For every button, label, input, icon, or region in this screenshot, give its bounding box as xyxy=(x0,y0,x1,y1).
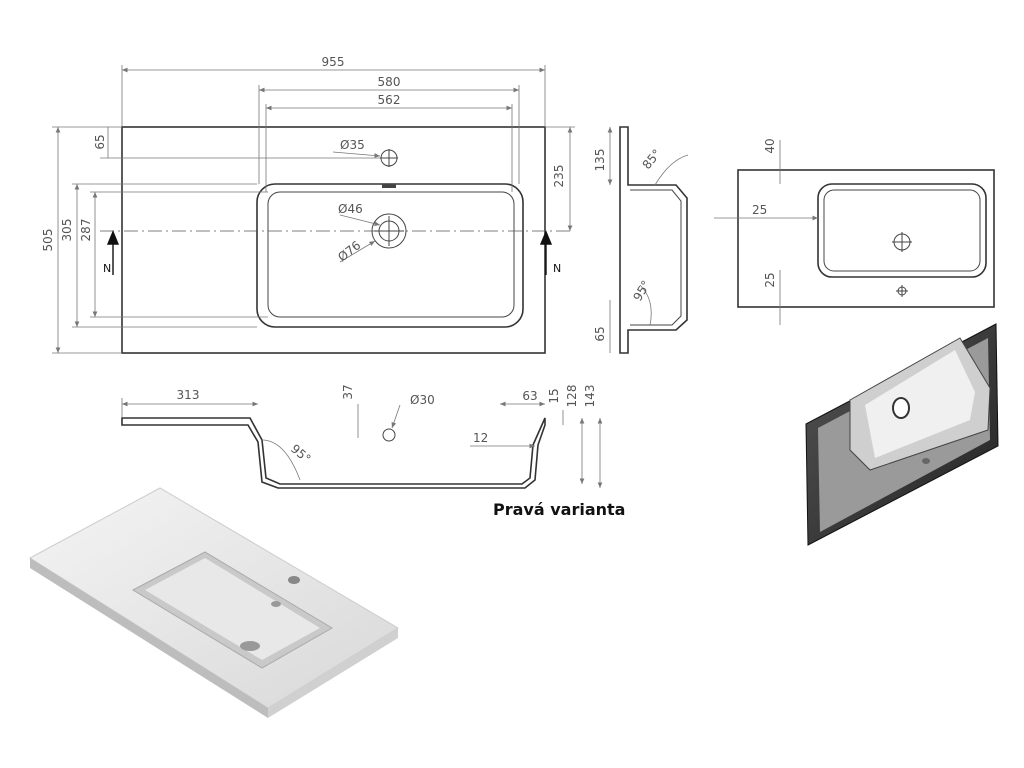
side-profile xyxy=(619,126,688,354)
side-view: 135 65 85° 95° xyxy=(593,126,689,354)
dim-128: 128 xyxy=(565,385,579,408)
dim-o46: Ø46 xyxy=(338,202,363,216)
dim-580: 580 xyxy=(378,75,401,89)
dim-63: 63 xyxy=(522,389,537,403)
dim-135: 135 xyxy=(593,149,607,172)
section-mark-right: N xyxy=(553,262,561,275)
render-dark-sink xyxy=(805,323,999,546)
plan-basin-outer xyxy=(817,183,987,278)
dim-o35: Ø35 xyxy=(340,138,365,152)
top-view: 955 580 562 65 Ø35 Ø46 Ø76 505 305 xyxy=(41,55,575,354)
dim-305: 305 xyxy=(60,219,74,242)
basin-outer xyxy=(256,183,524,328)
drain-outer xyxy=(371,213,407,249)
dim-37: 37 xyxy=(341,384,355,399)
dim-25-side: 25 xyxy=(752,203,767,217)
dim-143: 143 xyxy=(583,385,597,408)
dim-313: 313 xyxy=(177,388,200,402)
dim-235: 235 xyxy=(552,165,566,188)
dim-12: 12 xyxy=(473,431,488,445)
section-profile xyxy=(121,417,546,489)
section-mark-left: N xyxy=(103,262,111,275)
dim-955: 955 xyxy=(322,55,345,69)
dim-85deg: 85° xyxy=(640,147,664,172)
basin-inner xyxy=(267,191,515,318)
dim-562: 562 xyxy=(378,93,401,107)
section-arrow-right xyxy=(539,230,553,275)
dim-15: 15 xyxy=(547,388,561,403)
front-section: 313 37 Ø30 63 15 128 143 12 95° xyxy=(121,384,603,489)
small-plan: 40 25 25 xyxy=(714,138,995,325)
dim-40: 40 xyxy=(763,138,777,153)
variant-caption: Pravá varianta xyxy=(493,500,625,519)
dim-o30: Ø30 xyxy=(410,393,435,407)
dim-65: 65 xyxy=(93,134,107,149)
dim-25-bottom: 25 xyxy=(763,272,777,287)
dim-287: 287 xyxy=(79,219,93,242)
dim-505: 505 xyxy=(41,229,55,252)
dim-65-side: 65 xyxy=(593,326,607,341)
section-arrow-left xyxy=(106,230,120,275)
render-white-sink xyxy=(29,487,399,718)
